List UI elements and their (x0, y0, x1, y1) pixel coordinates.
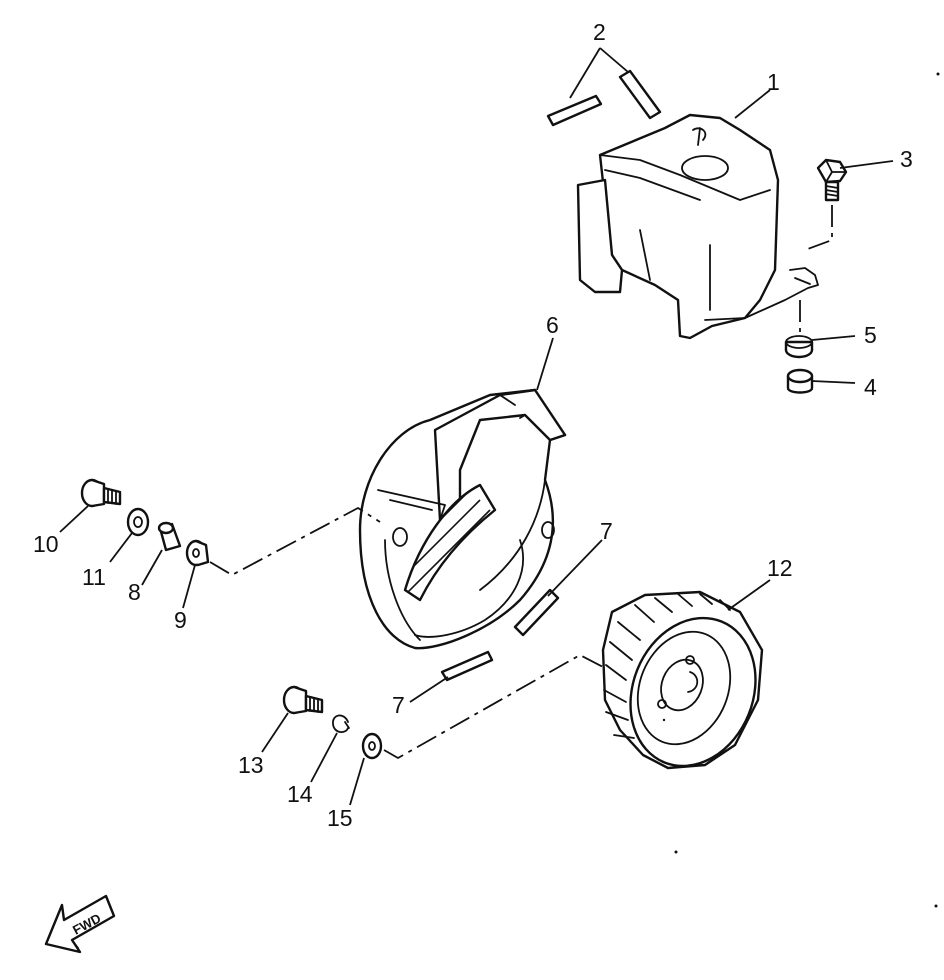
part-13-bolt (282, 685, 324, 715)
part-5-grommet (784, 300, 814, 359)
callout-10: 10 (33, 531, 59, 557)
part-11-washer (126, 507, 150, 537)
part-14-split-washer (332, 714, 350, 733)
part-2-clips (546, 69, 662, 127)
part-12-flywheel (601, 590, 764, 770)
part-6-fan-housing (358, 388, 567, 650)
callout-4: 4 (864, 374, 877, 400)
part-9-nut (185, 506, 381, 577)
part-3-bolt (804, 158, 848, 251)
part-1-shroud-cover (576, 113, 819, 340)
part-4-collar (786, 368, 814, 394)
part-7-strips (440, 588, 560, 682)
part-15-washer (361, 653, 606, 760)
part-8-spacer (157, 521, 182, 552)
leader-lines (59, 47, 894, 806)
fwd-direction-arrow: FWD (44, 894, 116, 954)
part-10-bolt (80, 478, 122, 508)
callout-7-lower: 7 (392, 692, 405, 718)
callout-11: 11 (82, 564, 106, 590)
callout-6: 6 (546, 312, 559, 338)
callout-13: 13 (238, 752, 264, 778)
callout-3: 3 (900, 146, 913, 172)
scan-specks (662, 72, 940, 908)
callout-7-upper: 7 (600, 518, 613, 544)
callout-14: 14 (287, 781, 313, 807)
callouts: 1 2 3 4 5 6 7 7 8 9 10 11 12 13 14 15 (33, 19, 913, 831)
callout-2: 2 (593, 19, 606, 45)
callout-1: 1 (767, 69, 780, 95)
callout-12: 12 (767, 555, 793, 581)
callout-15: 15 (327, 805, 353, 831)
callout-8: 8 (128, 579, 141, 605)
callout-5: 5 (864, 322, 877, 348)
callout-9: 9 (174, 607, 187, 633)
